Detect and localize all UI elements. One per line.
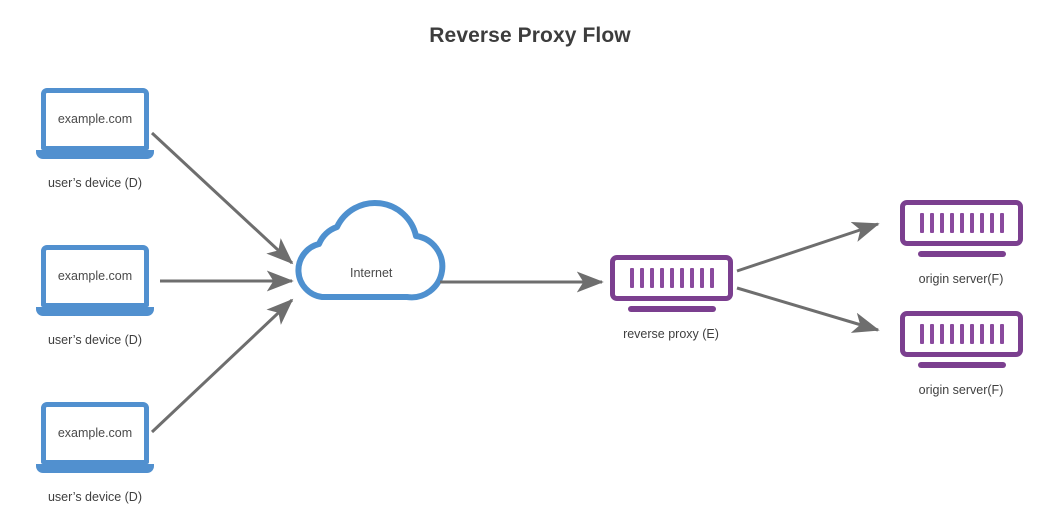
origin-server-1-label: origin server(F) <box>918 272 1004 286</box>
server-bar-icon <box>649 268 654 288</box>
origin-server-2[interactable] <box>900 311 1023 368</box>
server-bar-icon <box>989 213 994 233</box>
edge-proxy-to-origin2 <box>736 286 880 333</box>
client-screen-text-2: example.com <box>57 269 133 284</box>
server-bar-icon <box>939 324 944 344</box>
server-base-icon <box>627 306 716 312</box>
server-bar-icon <box>999 324 1004 344</box>
laptop-screen-icon: example.com <box>41 88 149 150</box>
server-bar-icon <box>629 268 634 288</box>
server-base-icon <box>917 251 1006 257</box>
internet-cloud-icon <box>295 199 446 301</box>
server-bar-icon <box>919 324 924 344</box>
server-bar-icon <box>929 213 934 233</box>
server-bar-icon <box>709 268 714 288</box>
client-device-2[interactable]: example.com <box>36 245 154 316</box>
client-device-2-label: user’s device (D) <box>47 333 142 347</box>
server-bar-icon <box>959 324 964 344</box>
server-bar-icon <box>669 268 674 288</box>
server-bar-icon <box>979 213 984 233</box>
laptop-base-icon <box>36 307 154 316</box>
server-icon <box>900 311 1023 357</box>
client-device-3[interactable]: example.com <box>36 402 154 473</box>
server-bar-icon <box>999 213 1004 233</box>
client-screen-text-1: example.com <box>57 112 133 127</box>
laptop-screen-icon: example.com <box>41 402 149 464</box>
reverse-proxy-label: reverse proxy (E) <box>623 327 719 341</box>
laptop-screen-icon: example.com <box>41 245 149 307</box>
edge-client3-to-internet <box>150 298 294 434</box>
server-bar-icon <box>929 324 934 344</box>
server-bar-icon <box>969 324 974 344</box>
server-bar-icon <box>989 324 994 344</box>
server-bar-icon <box>949 324 954 344</box>
server-bar-icon <box>949 213 954 233</box>
server-icon <box>900 200 1023 246</box>
server-bar-icon <box>919 213 924 233</box>
server-base-icon <box>917 362 1006 368</box>
server-icon <box>610 255 733 301</box>
client-device-1-label: user’s device (D) <box>47 176 142 190</box>
origin-server-1[interactable] <box>900 200 1023 257</box>
server-bar-icon <box>679 268 684 288</box>
server-bar-icon <box>969 213 974 233</box>
client-device-1[interactable]: example.com <box>36 88 154 159</box>
server-bar-icon <box>639 268 644 288</box>
client-device-3-label: user’s device (D) <box>47 490 142 504</box>
edge-proxy-to-origin1 <box>736 222 880 273</box>
server-bar-icon <box>659 268 664 288</box>
server-bar-icon <box>939 213 944 233</box>
server-bar-icon <box>979 324 984 344</box>
internet-label: Internet <box>350 266 393 280</box>
server-bar-icon <box>689 268 694 288</box>
page-title: Reverse Proxy Flow <box>429 24 631 47</box>
edge-client1-to-internet <box>150 131 294 265</box>
server-bar-icon <box>699 268 704 288</box>
laptop-base-icon <box>36 464 154 473</box>
server-bar-icon <box>959 213 964 233</box>
reverse-proxy-node[interactable] <box>610 255 733 312</box>
client-screen-text-3: example.com <box>57 426 133 441</box>
origin-server-2-label: origin server(F) <box>918 383 1004 397</box>
laptop-base-icon <box>36 150 154 159</box>
